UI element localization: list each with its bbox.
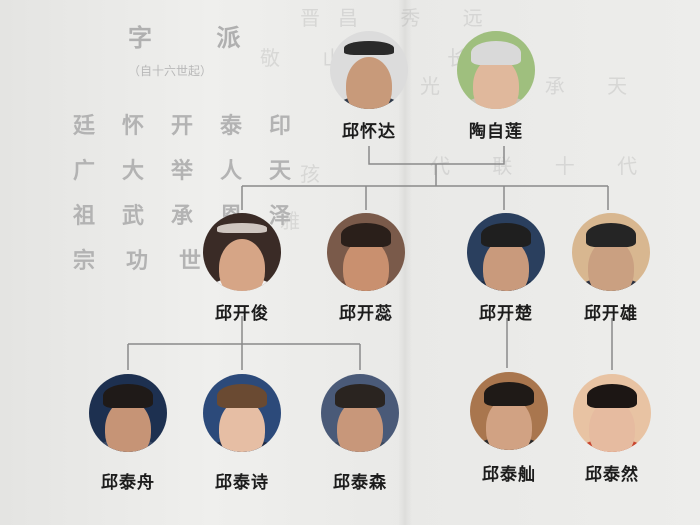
zipai-char: 人 — [219, 158, 242, 184]
portrait-photo-icon — [321, 374, 399, 452]
zipai-char: 天 — [268, 158, 291, 184]
zipai-char: 泽 — [268, 203, 291, 229]
zipai-char: 大 — [121, 158, 144, 184]
person-tao-zilian[interactable]: 陶自莲 — [441, 31, 551, 142]
person-name: 邱泰舟 — [101, 473, 155, 493]
zipai-subtitle: （自十六世起） — [128, 64, 213, 78]
person-name: 邱泰森 — [333, 473, 387, 493]
background-book-text: 孩 — [300, 162, 338, 186]
zipai-row: 宗 功 世 — [72, 243, 202, 275]
background-book-text: 晋昌 秀 远 — [300, 6, 501, 30]
zipai-row: 廷 怀 开 泰 印 — [72, 108, 292, 140]
person-qiu-taishi[interactable]: 邱泰诗 — [187, 374, 297, 493]
portrait-photo-icon — [467, 213, 545, 291]
person-name: 邱怀达 — [342, 122, 396, 142]
portrait-photo-icon — [573, 374, 651, 452]
person-name: 邱开俊 — [215, 304, 269, 324]
person-name: 陶自莲 — [469, 122, 523, 142]
portrait-photo-icon — [330, 31, 408, 109]
person-name: 邱开雄 — [584, 304, 638, 324]
zipai-char: 武 — [121, 203, 144, 229]
person-qiu-taizhou[interactable]: 邱泰舟 — [73, 374, 183, 493]
person-name: 邱泰然 — [585, 465, 639, 485]
portrait-photo-icon — [470, 372, 548, 450]
zipai-char: 开 — [170, 113, 193, 139]
portrait-photo-icon — [457, 31, 535, 109]
person-qiu-kaichu[interactable]: 邱开楚 — [451, 213, 561, 324]
portrait-photo-icon — [203, 213, 281, 291]
person-qiu-kaijun[interactable]: 邱开俊 — [187, 213, 297, 324]
zipai-char: 世 — [178, 248, 201, 274]
person-name: 邱开楚 — [479, 304, 533, 324]
portrait-photo-icon — [572, 213, 650, 291]
person-qiu-kairui[interactable]: 邱开蕊 — [311, 213, 421, 324]
zipai-char: 广 — [72, 158, 95, 184]
person-qiu-kaixiong[interactable]: 邱开雄 — [556, 213, 666, 324]
portrait-photo-icon — [203, 374, 281, 452]
person-qiu-taizai[interactable]: 邱泰舢 — [454, 372, 564, 485]
zipai-char: 祖 — [72, 203, 95, 229]
zipai-title: 字 派 — [128, 23, 269, 52]
portrait-photo-icon — [327, 213, 405, 291]
zipai-char: 泰 — [219, 113, 242, 139]
zipai-row: 广 大 举 人 天 — [72, 153, 292, 185]
person-name: 邱泰诗 — [215, 473, 269, 493]
person-qiu-taisen[interactable]: 邱泰森 — [305, 374, 415, 493]
zipai-char: 印 — [268, 113, 291, 139]
zipai-char: 宗 — [72, 248, 95, 274]
zipai-char: 举 — [170, 158, 193, 184]
connector-line — [368, 146, 505, 165]
zipai-char: 怀 — [121, 113, 144, 139]
person-qiu-tairan[interactable]: 邱泰然 — [557, 374, 667, 485]
zipai-char: 功 — [125, 248, 148, 274]
person-qiu-huaida[interactable]: 邱怀达 — [314, 31, 424, 142]
zipai-char: 承 — [170, 203, 193, 229]
background-book-text: 雅 — [280, 209, 318, 233]
background-book-text: 代 联 十 代 — [430, 154, 656, 178]
person-name: 邱泰舢 — [482, 465, 536, 485]
person-name: 邱开蕊 — [339, 304, 393, 324]
portrait-photo-icon — [89, 374, 167, 452]
page-fold-shadow — [398, 0, 412, 525]
zipai-char: 廷 — [72, 113, 95, 139]
